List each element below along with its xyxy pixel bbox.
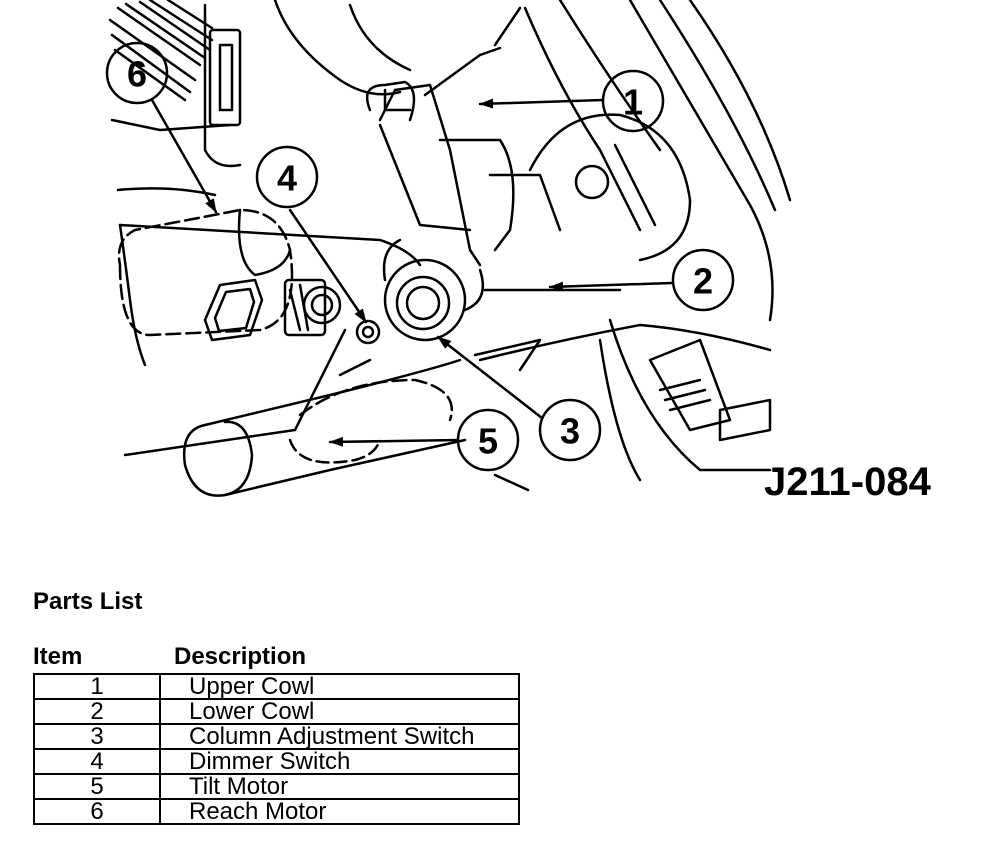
item-description: Lower Cowl <box>159 698 520 725</box>
callout-number-3: 3 <box>560 411 580 452</box>
callout-circle-3 <box>538 398 602 462</box>
callout-number-6: 6 <box>127 54 147 95</box>
item-description: Dimmer Switch <box>159 748 520 775</box>
reach-motor <box>117 208 294 367</box>
callout-number-1: 1 <box>623 82 643 123</box>
item-number: 5 <box>33 773 161 800</box>
arrow-6 <box>150 98 218 214</box>
callout-circle-2 <box>671 248 735 312</box>
figure-code: J211-084 <box>764 460 931 504</box>
callout-circle-1 <box>601 69 665 133</box>
line-drawing: 1 2 3 4 5 6 <box>105 0 792 497</box>
column-boss <box>528 113 692 262</box>
table-row: 4 Dimmer Switch <box>33 748 520 775</box>
column-adjustment-switch-drawing <box>382 238 485 342</box>
table-row: 1 Upper Cowl <box>33 673 520 700</box>
item-column-header: Item <box>33 643 83 670</box>
item-number: 2 <box>33 698 161 725</box>
parts-table: 1 Upper Cowl 2 Lower Cowl 3 Column Adjus… <box>33 673 520 825</box>
switch-cluster <box>203 278 381 345</box>
item-number: 1 <box>33 673 161 700</box>
callout-circle-6 <box>105 41 169 105</box>
table-row: 3 Column Adjustment Switch <box>33 723 520 750</box>
table-row: 6 Reach Motor <box>33 798 520 825</box>
description-column-header: Description <box>174 643 307 670</box>
steering-column-diagram: 1 2 3 4 5 6 <box>105 0 792 497</box>
item-description: Tilt Motor <box>159 773 520 800</box>
item-number: 6 <box>33 798 161 825</box>
item-number: 4 <box>33 748 161 775</box>
arrow-2 <box>548 281 674 292</box>
dashboard-vent <box>108 0 242 168</box>
lower-cowl <box>116 187 772 482</box>
table-row: 5 Tilt Motor <box>33 773 520 800</box>
item-description: Upper Cowl <box>159 673 520 700</box>
arrow-3 <box>436 335 544 420</box>
item-number: 3 <box>33 723 161 750</box>
callout-circle-5 <box>456 408 520 472</box>
arrow-5 <box>328 436 460 447</box>
table-row: 2 Lower Cowl <box>33 698 520 725</box>
callout-circle-4 <box>255 145 319 209</box>
callout-number-2: 2 <box>693 261 713 302</box>
callout-number-5: 5 <box>478 421 498 462</box>
parts-list-title: Parts List <box>33 588 143 615</box>
tilt-motor <box>123 328 530 497</box>
callout-number-4: 4 <box>277 158 297 199</box>
item-description: Column Adjustment Switch <box>159 723 520 750</box>
arrow-4 <box>288 208 368 324</box>
upper-cowl <box>365 6 562 267</box>
arrow-1 <box>478 98 605 109</box>
item-description: Reach Motor <box>159 798 520 825</box>
